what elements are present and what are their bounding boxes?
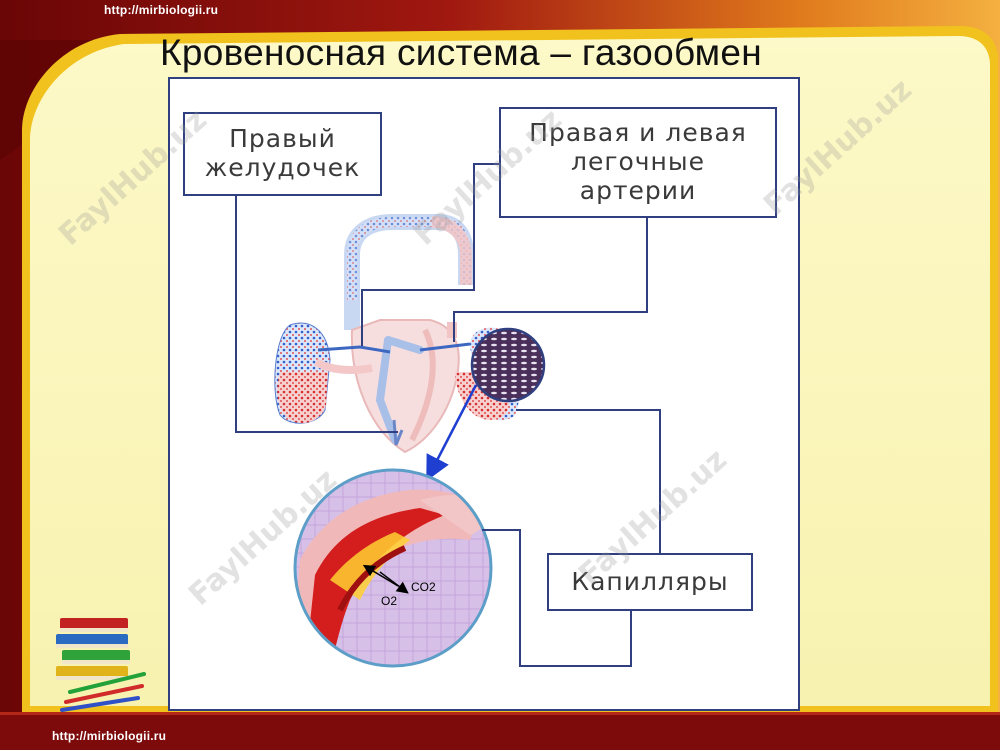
label-line: желудочек — [204, 153, 361, 182]
books-icon — [56, 618, 146, 712]
connector-capillaries-top — [516, 409, 661, 553]
alveoli-magnifier — [426, 327, 546, 482]
label-line: Капилляры — [571, 566, 729, 596]
site-url-bottom[interactable]: http://mirbiologii.ru — [52, 729, 167, 743]
connector-capillaries-bottom — [482, 529, 632, 667]
connector-right-ventricle — [235, 196, 398, 433]
capillary-magnifier — [293, 468, 493, 668]
heart-icon — [350, 319, 460, 454]
label-line: Правая и левая — [529, 118, 747, 148]
site-url-top[interactable]: http://mirbiologii.ru — [104, 3, 219, 17]
connector-pulmonary-artery-left — [361, 163, 499, 346]
label-line: Правый — [229, 124, 336, 154]
upper-vessel-arch — [344, 214, 474, 330]
o2-label: O2 — [381, 594, 398, 608]
label-line: легочные — [570, 147, 706, 177]
label-pulmonary-arteries: Правая и левая легочные артерии — [499, 107, 777, 218]
connector-lines — [235, 163, 661, 667]
co2-label: CO2 — [411, 580, 436, 594]
pointer-arrow — [426, 384, 478, 482]
slide-title: Кровеносная система – газообмен — [160, 32, 762, 73]
co2-arrow — [379, 571, 409, 594]
o2-arrow — [362, 564, 399, 587]
label-right-ventricle: Правый желудочек — [183, 112, 382, 196]
label-line: артерии — [579, 175, 697, 205]
label-capillaries: Капилляры — [547, 553, 753, 611]
connector-pulmonary-artery-right — [453, 218, 648, 342]
left-lung-icon — [274, 322, 391, 424]
